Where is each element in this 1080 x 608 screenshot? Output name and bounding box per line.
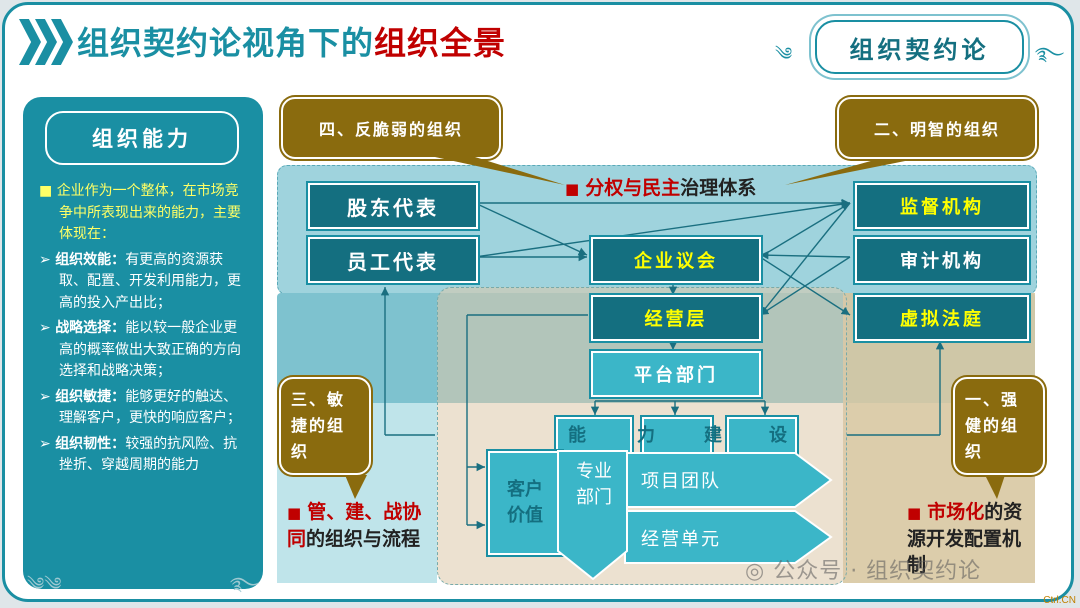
arrow-bullet-icon: ➢ bbox=[39, 320, 56, 336]
square-bullet-icon: ■ bbox=[565, 180, 580, 198]
watermark: ◎ 公众号 · 组织契约论 bbox=[745, 553, 981, 585]
professional-dept-label: 专业部门 bbox=[576, 461, 612, 508]
capability-cell bbox=[727, 417, 797, 457]
callout-anti-fragile: 四、反脆弱的组织 bbox=[281, 97, 501, 159]
item-text: 较强的抗风险、抗挫折、穿越周期的能力 bbox=[59, 435, 238, 474]
capability-char: 建 bbox=[704, 425, 722, 446]
connector-lines bbox=[380, 198, 945, 530]
watermark-text: 公众号 · 组织契约论 bbox=[773, 559, 982, 584]
callout-wise: 二、明智的组织 bbox=[837, 97, 1037, 159]
customer-value-label: 客户价值 bbox=[507, 479, 543, 526]
square-bullet-icon: ■ bbox=[39, 183, 57, 199]
header-badge: 组织契约论 bbox=[815, 20, 1024, 74]
governance-label: ■ 分权与民主治理体系 bbox=[565, 175, 756, 202]
project-team-label: 项目团队 bbox=[641, 471, 721, 492]
left-panel-text: ■ 企业作为一个整体，在市场竞争中所表现出来的能力，主要体现在： ➢ 组织效能：… bbox=[39, 181, 249, 481]
wechat-icon: ◎ bbox=[745, 559, 774, 584]
square-bullet-icon: ■ bbox=[287, 504, 302, 522]
left-panel-title: 组织能力 bbox=[45, 111, 239, 165]
callout-agile: 三、敏捷的组织 bbox=[279, 377, 371, 475]
item-head: 组织韧性： bbox=[55, 435, 126, 452]
page-title: 组织契约论视角下的组织全景 bbox=[77, 19, 506, 67]
management-box: 经营层 bbox=[591, 295, 761, 341]
item-head: 战略选择： bbox=[55, 320, 126, 336]
left-panel bbox=[23, 97, 263, 589]
corner-mark: Ctrl.CN bbox=[1043, 595, 1076, 606]
intro-text: 企业作为一个整体，在市场竞争中所表现出来的能力，主要体现在： bbox=[56, 183, 241, 242]
cloud-ornament-icon: ࿐ bbox=[1035, 44, 1065, 65]
cloud-ornament-icon: ࿐ bbox=[230, 574, 260, 595]
item-text: 能以较一般企业更高的概率做出大致正确的方向选择和战略决策； bbox=[59, 320, 241, 379]
capability-char: 设 bbox=[769, 425, 787, 446]
business-unit-label: 经营单元 bbox=[641, 529, 721, 550]
market-label-red: 市场化 bbox=[927, 501, 985, 523]
arrow-bullet-icon: ➢ bbox=[39, 435, 56, 452]
employees-box: 员工代表 bbox=[308, 237, 478, 283]
governance-label-rest: 治理体系 bbox=[680, 177, 757, 199]
title-part2: 组织全景 bbox=[374, 24, 507, 62]
process-label-red: 管、建、战协同 bbox=[287, 501, 422, 550]
market-label: ■ 市场化的资源开发配置机制 bbox=[907, 499, 1025, 578]
callout-tails bbox=[345, 157, 1005, 499]
platform-box: 平台部门 bbox=[591, 351, 761, 397]
square-bullet-icon: ■ bbox=[907, 504, 922, 522]
item-head: 组织效能： bbox=[55, 251, 126, 268]
item-text: 能够更好的触达、理解客户，更快的响应客户； bbox=[59, 388, 241, 427]
market-label-rest: 的资源开发配置机制 bbox=[907, 501, 1023, 576]
shareholders-box: 股东代表 bbox=[308, 183, 478, 229]
callout-robust: 一、强健的组织 bbox=[953, 377, 1045, 475]
process-label-rest: 的组织与流程 bbox=[306, 528, 421, 550]
process-label: ■管、建、战协同的组织与流程 bbox=[287, 499, 437, 552]
supervision-box: 监督机构 bbox=[855, 183, 1029, 229]
audit-box: 审计机构 bbox=[855, 237, 1029, 283]
arrow-bullet-icon: ➢ bbox=[39, 251, 56, 268]
slide-frame: 组织契约论视角下的组织全景 ༄ ࿐ 组织契约论 组织能力 ■ 企业作为一个整体，… bbox=[2, 2, 1074, 602]
item-head: 组织敏捷： bbox=[55, 388, 126, 405]
unit-arrows bbox=[557, 450, 833, 581]
governance-label-red: 分权与民主 bbox=[585, 177, 681, 199]
item-text: 有更高的资源获取、配置、开发利用能力，更高的投入产出比； bbox=[59, 251, 241, 311]
virtual-court-box: 虚拟法庭 bbox=[855, 295, 1029, 341]
capability-char: 力 bbox=[637, 425, 655, 446]
cloud-ornament-icon: ༄ bbox=[775, 44, 793, 65]
capability-char: 能 bbox=[568, 425, 586, 446]
congress-box: 企业议会 bbox=[591, 237, 761, 283]
title-part1: 组织契约论视角下的 bbox=[77, 24, 375, 62]
arrow-bullet-icon: ➢ bbox=[39, 388, 56, 405]
cloud-ornament-icon: ༄༄ bbox=[27, 574, 62, 595]
customer-value-box: 客户价值 bbox=[488, 451, 562, 555]
